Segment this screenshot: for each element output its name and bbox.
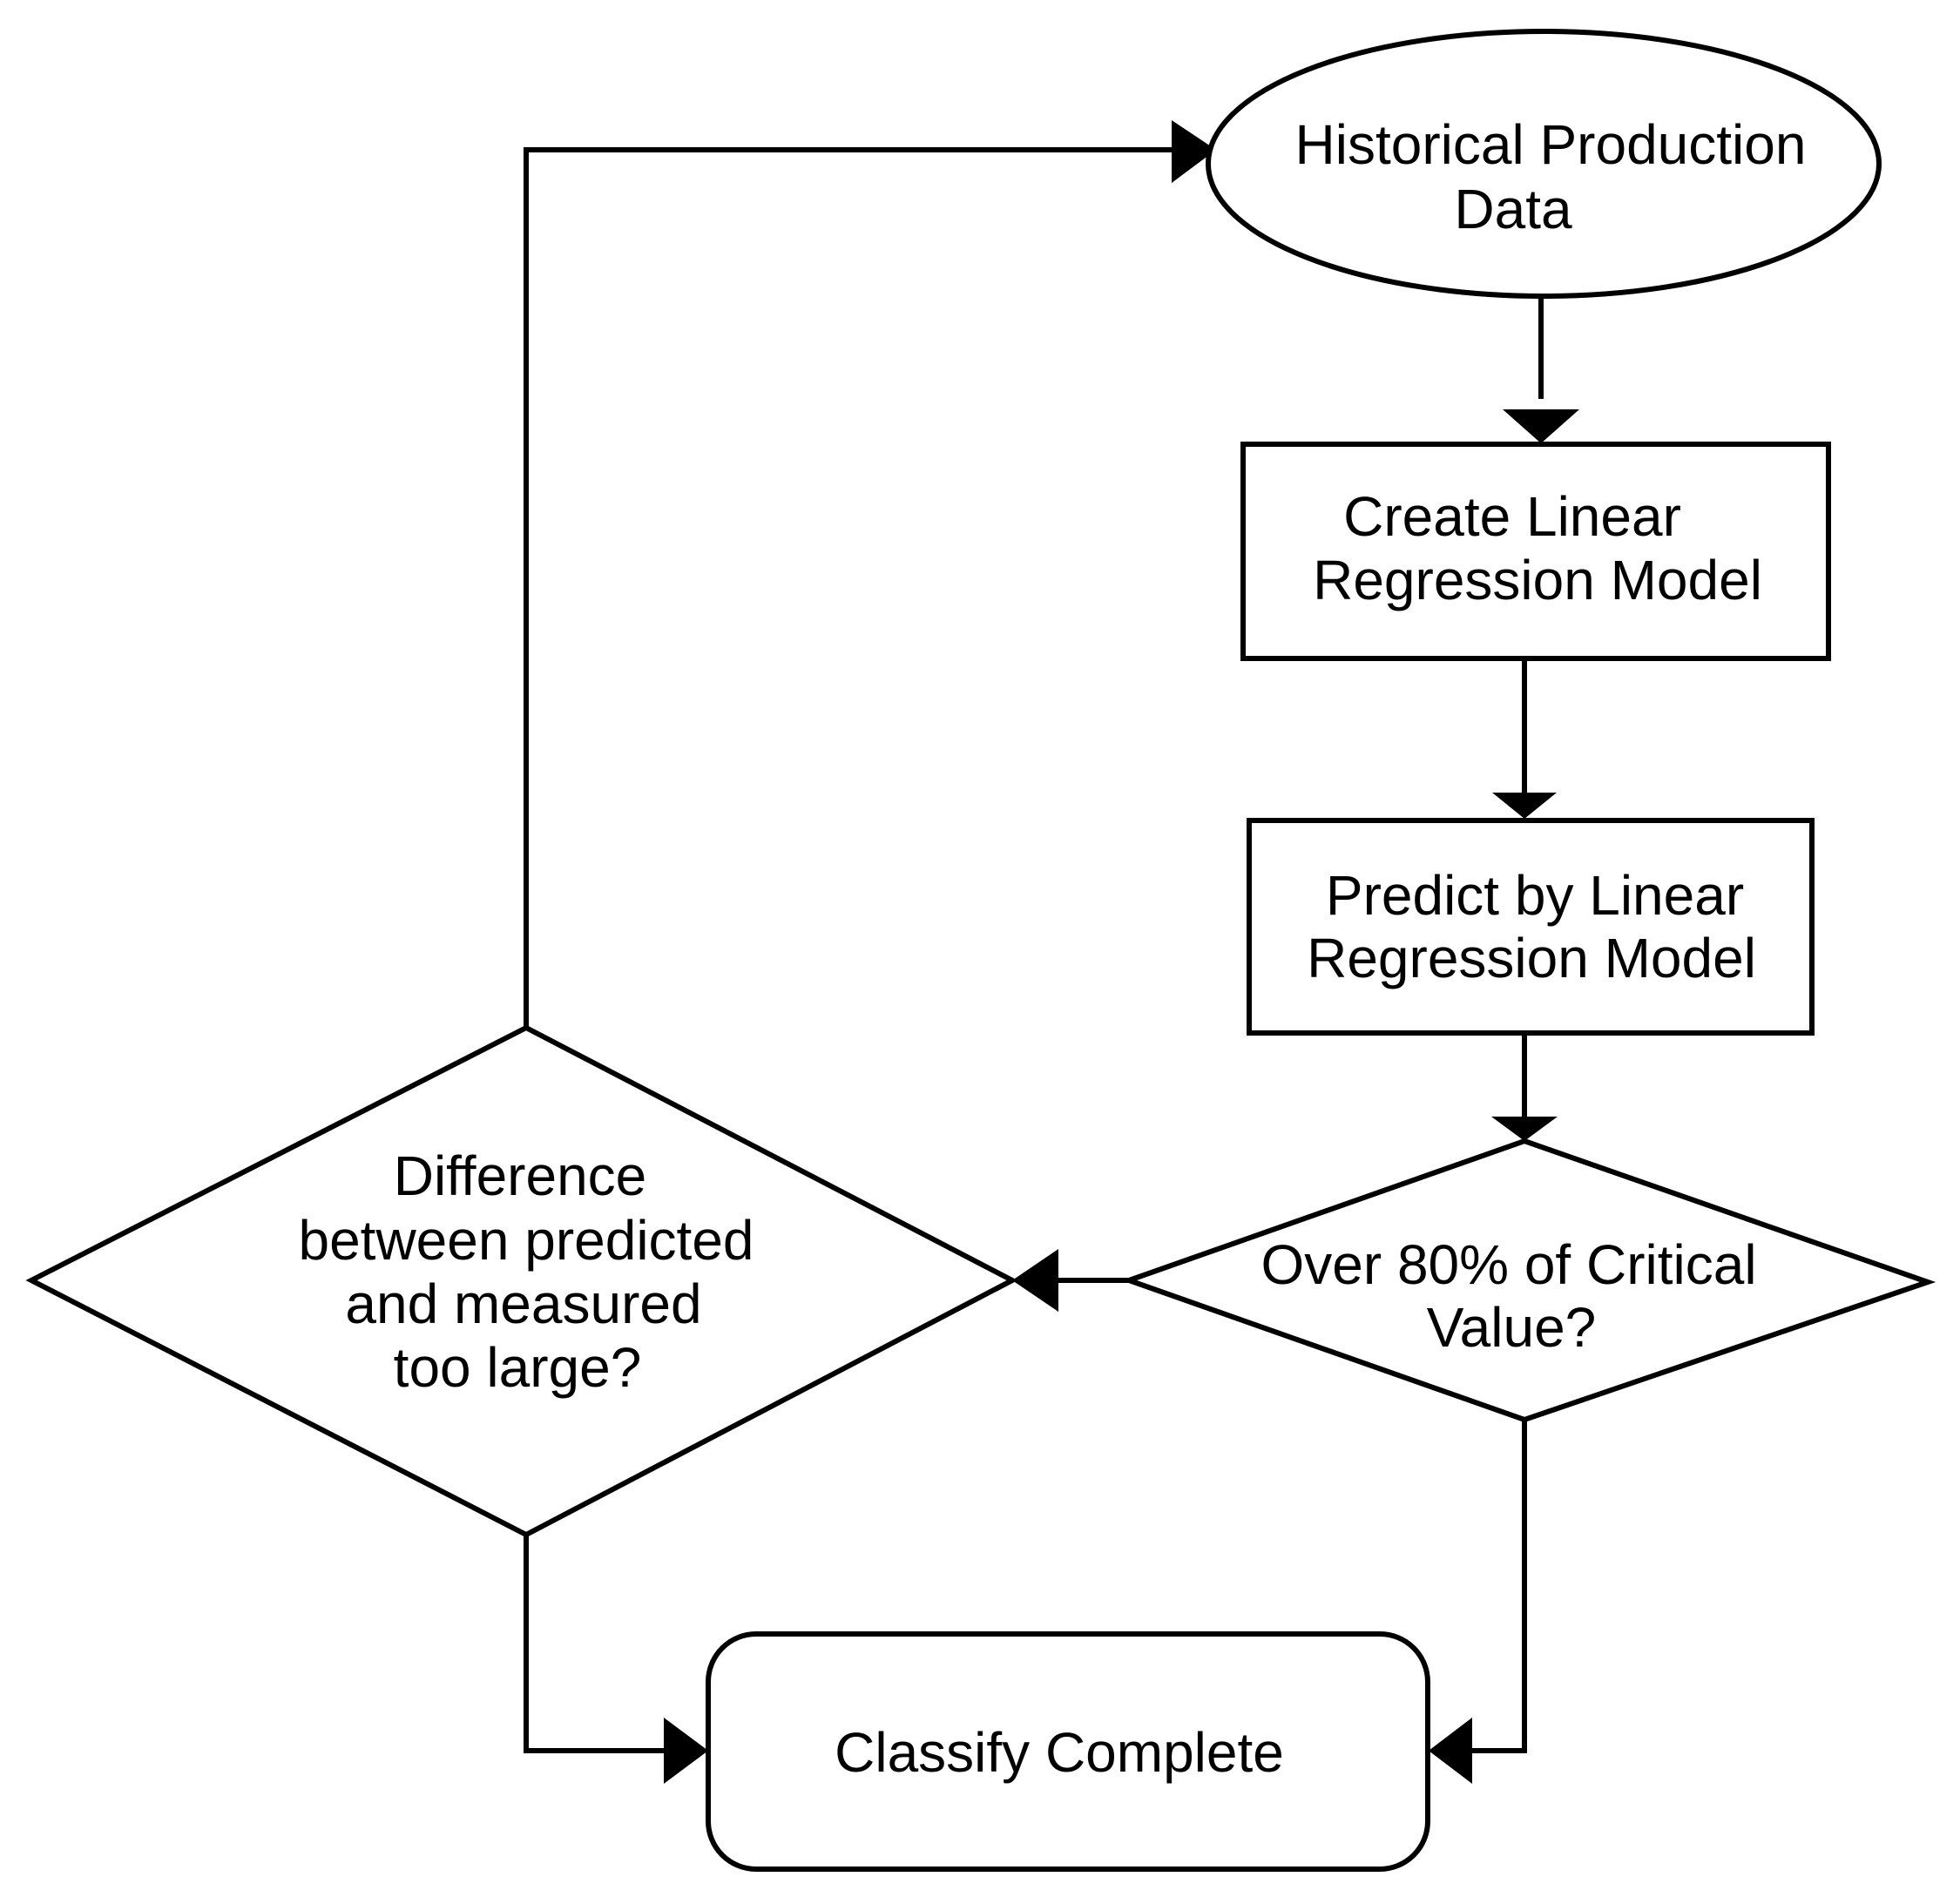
arrowhead-difference-to-classify [664, 1718, 708, 1784]
rounded-rectangle-shape [706, 1631, 1430, 1872]
diamond-shape [1120, 1138, 1936, 1423]
rectangle-shape [1247, 818, 1815, 1036]
node-label-line: Create Linear [1343, 485, 1681, 548]
node-label-line: between predicted [298, 1209, 754, 1272]
edge-over-to-classify [1472, 1420, 1527, 1753]
arrowhead-difference-to-historical [1172, 120, 1216, 183]
edge-difference-to-historical [524, 147, 1172, 1028]
node-create-model: Create Linear Regression Model [1240, 442, 1831, 661]
edge-difference-to-classify [524, 1535, 664, 1753]
node-label-line: Regression Model [1307, 927, 1756, 989]
rectangle-shape [1240, 442, 1831, 661]
ellipse-shape [1206, 29, 1882, 299]
node-label-line: Classify Complete [835, 1721, 1284, 1784]
node-label-line: Value? [1427, 1296, 1597, 1359]
node-historical-data: Historical Production Data [1206, 29, 1882, 299]
arrowhead-predict-to-over [1491, 1117, 1558, 1141]
arrowhead-historical-to-create [1503, 409, 1579, 443]
node-difference-check: Difference between predicted and measure… [25, 1024, 1018, 1538]
arrowhead-over-to-classify [1429, 1718, 1472, 1784]
arrowhead-over-to-difference [1012, 1249, 1058, 1312]
node-over-critical: Over 80% of Critical Value? [1120, 1138, 1936, 1423]
edges [524, 120, 1579, 1784]
node-label-line: Predict by Linear [1326, 864, 1744, 927]
nodes: Historical Production Data Create Linear… [25, 29, 1936, 1872]
arrowhead-create-to-predict [1492, 793, 1557, 819]
node-label-line: Difference [394, 1144, 647, 1207]
node-predict-model: Predict by Linear Regression Model [1247, 818, 1815, 1036]
node-classify-complete: Classify Complete [706, 1631, 1430, 1872]
node-label-line: Historical Production [1295, 113, 1807, 176]
diamond-shape [25, 1024, 1018, 1538]
node-label-line: Data [1454, 178, 1572, 240]
node-label-line: Regression Model [1313, 549, 1762, 611]
node-label-line: Over 80% of Critical [1260, 1233, 1756, 1296]
node-label-line: too large? [394, 1336, 642, 1399]
node-label-line: and measured [345, 1273, 701, 1335]
